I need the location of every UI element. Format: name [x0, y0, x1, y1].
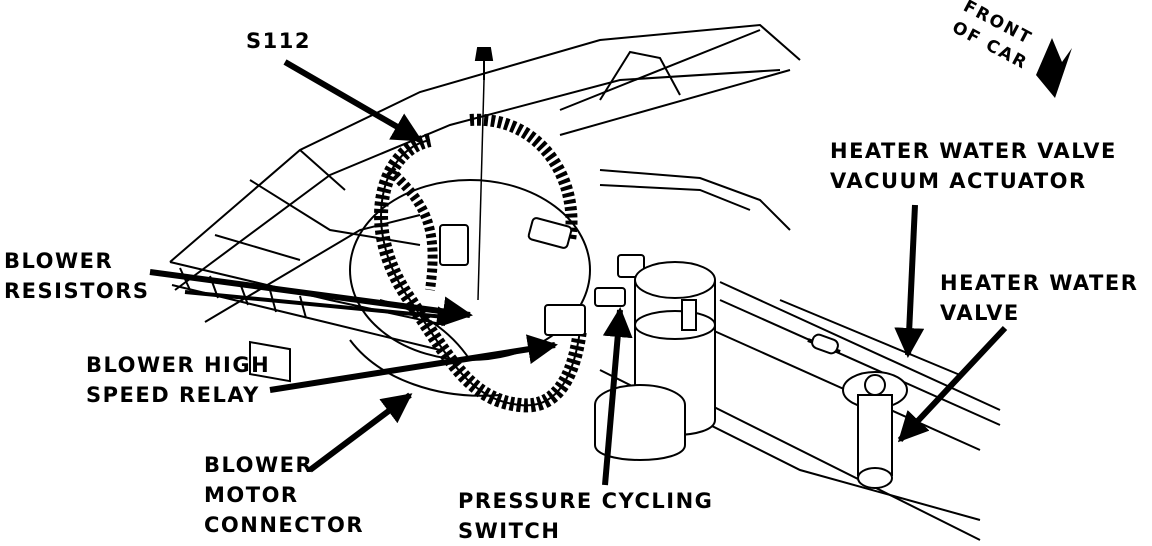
label-heater-valve-actuator-line1: HEATER WATER VALVE [830, 139, 1117, 163]
arrow-s112 [283, 59, 423, 143]
harness-connectors [439, 217, 645, 336]
label-pressure-switch-line1: PRESSURE CYCLING [458, 489, 714, 513]
label-blower-motor-line1: BLOWER [204, 453, 314, 477]
label-heater-valve-actuator: HEATER WATER VALVE VACUUM ACTUATOR [830, 136, 1117, 196]
label-blower-relay-line2: SPEED RELAY [86, 383, 260, 407]
firewall-outline [169, 23, 801, 323]
arrow-blower-motor-connector [308, 392, 413, 473]
label-blower-resistors-line1: BLOWER [4, 249, 114, 273]
arrow-blower-resistors-2 [184, 290, 457, 327]
fender-rail [599, 281, 1001, 541]
label-heater-valve-actuator-line2: VACUUM ACTUATOR [830, 169, 1087, 193]
label-blower-high-speed-relay: BLOWER HIGH SPEED RELAY [86, 350, 270, 410]
arrow-pressure-cycling-switch [602, 307, 633, 486]
accumulator-canister [594, 261, 716, 461]
arrow-heater-water-valve [897, 325, 1008, 443]
front-direction-arrow-icon [1036, 38, 1072, 98]
arrow-vacuum-actuator [894, 204, 925, 358]
label-heater-water-valve-line1: HEATER WATER [940, 271, 1139, 295]
leader-arrows [149, 59, 1008, 486]
label-heater-water-valve-line2: VALVE [940, 301, 1020, 325]
label-blower-relay-line1: BLOWER HIGH [86, 353, 271, 377]
label-pressure-cycling-switch: PRESSURE CYCLING SWITCH [458, 486, 713, 546]
label-blower-motor-line3: CONNECTOR [204, 513, 365, 537]
heater-water-valve [807, 333, 908, 489]
label-blower-resistors: BLOWER RESISTORS [4, 246, 150, 306]
label-s112: S112 [246, 29, 311, 53]
arrow-blower-resistors [149, 269, 473, 327]
arrow-blower-relay [269, 334, 558, 393]
label-blower-motor-line2: MOTOR [204, 483, 299, 507]
label-blower-resistors-line2: RESISTORS [4, 279, 150, 303]
label-pressure-switch-line2: SWITCH [458, 519, 561, 543]
label-heater-water-valve: HEATER WATER VALVE [940, 268, 1138, 328]
label-blower-motor-connector: BLOWER MOTOR CONNECTOR [204, 450, 364, 540]
mounting-screw [474, 47, 494, 301]
wiring-harness [374, 113, 587, 413]
